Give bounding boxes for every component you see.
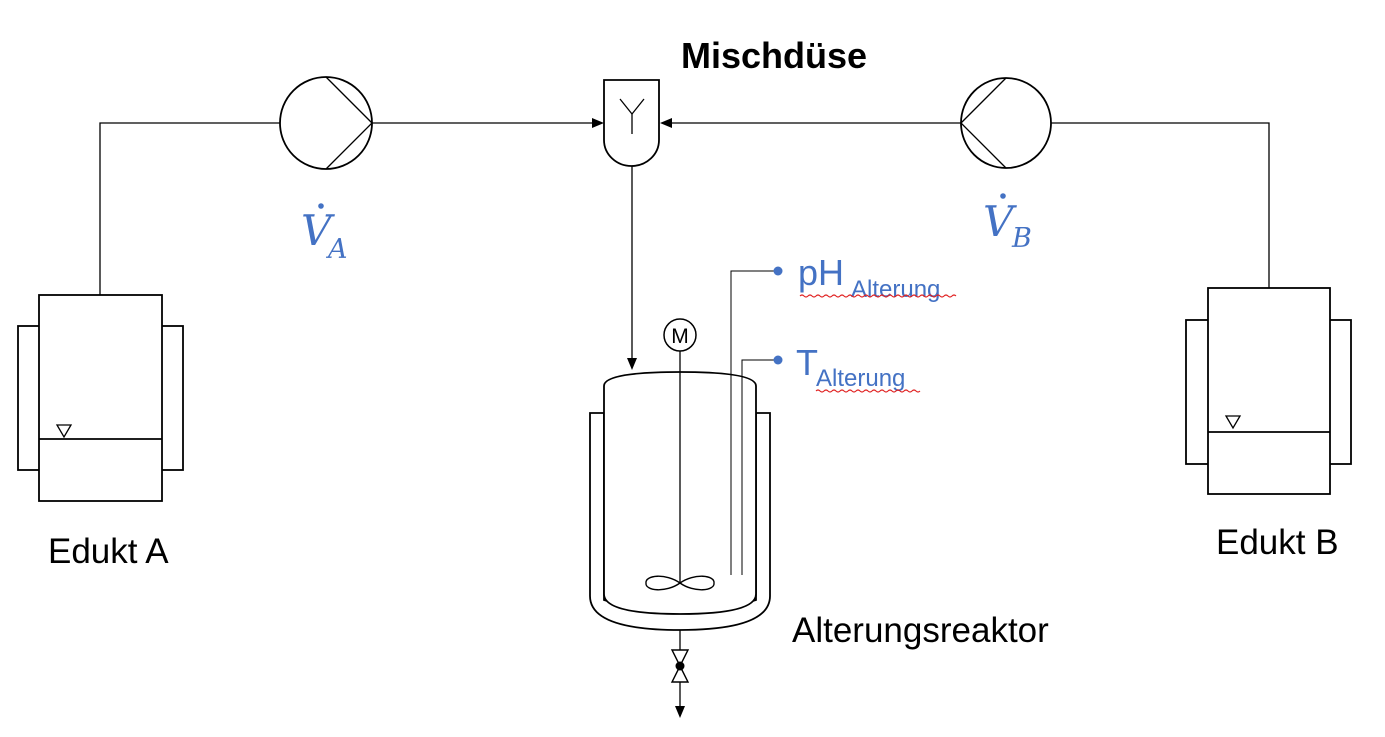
temp-sensor-dot — [773, 355, 783, 365]
tank-b-body — [1207, 287, 1331, 495]
piping — [99, 118, 1270, 718]
ph-probe-line — [730, 270, 778, 575]
tank-a-body — [38, 294, 163, 502]
flow-rate-b-dot-icon — [1000, 193, 1006, 199]
flow-rate-b-subscript: B — [1011, 223, 1032, 254]
tank-a-label: Edukt A — [48, 532, 169, 571]
mixing-nozzle-icon — [603, 79, 660, 167]
tank-edukt-a — [17, 294, 184, 502]
pipe-right-tank-to-pump — [1050, 122, 1270, 288]
flow-rate-b-label: V B — [983, 193, 1032, 254]
temp-spellcheck-underline — [815, 389, 921, 393]
temp-label-main: T — [796, 342, 818, 383]
page-title: Mischdüse — [681, 35, 867, 76]
motor-icon — [663, 318, 697, 352]
flow-rate-a-subscript: A — [325, 234, 348, 265]
flow-rate-a-symbol: V — [301, 206, 335, 255]
tank-b-label: Edukt B — [1216, 523, 1339, 562]
temp-sensor-label: T Alterung — [796, 342, 921, 393]
reactor-label: Alterungsreaktor — [792, 611, 1049, 650]
pump-b-icon — [960, 77, 1052, 169]
flow-rate-a-dot-icon — [318, 203, 324, 209]
pipe-left-tank-to-pump — [99, 122, 280, 295]
arrow-into-nozzle-left — [592, 118, 604, 128]
tank-a-level-indicator-icon — [55, 424, 73, 439]
tank-edukt-b — [1185, 287, 1352, 495]
arrow-outlet — [675, 706, 685, 718]
flow-rate-a-label: V A — [301, 203, 348, 265]
stirrer-impeller-icon — [645, 575, 715, 591]
reactor-vessel: M — [589, 318, 771, 631]
outlet-valve-icon — [670, 649, 690, 683]
ph-label-main: pH — [798, 252, 844, 293]
arrow-into-reactor — [627, 358, 637, 370]
pump-a-icon — [279, 76, 373, 170]
motor-symbol: M — [671, 325, 689, 348]
flow-rate-b-symbol: V — [983, 197, 1017, 246]
ph-sensor-dot — [773, 266, 783, 276]
ph-label-sub: Alterung — [851, 276, 940, 303]
tank-b-level-indicator-icon — [1224, 415, 1242, 430]
arrow-into-nozzle-right — [660, 118, 672, 128]
temp-label-sub: Alterung — [816, 365, 905, 392]
temp-probe-line — [741, 359, 778, 575]
ph-spellcheck-underline — [799, 294, 957, 298]
ph-sensor-label: pH Alterung — [798, 252, 957, 303]
sensor-probes — [730, 266, 783, 575]
